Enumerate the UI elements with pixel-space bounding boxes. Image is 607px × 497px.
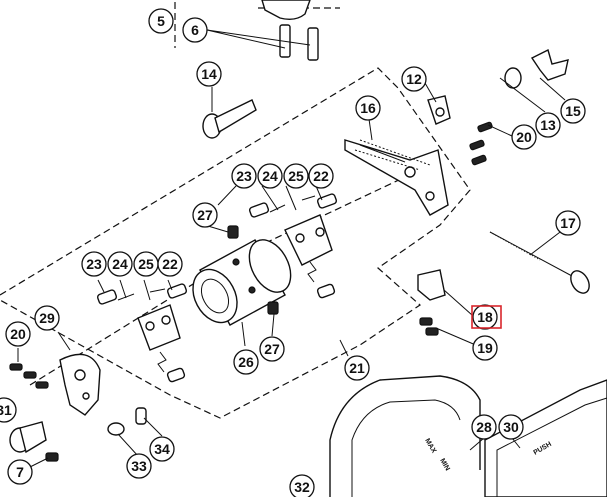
washer-part-33: [107, 407, 147, 436]
callout-19[interactable]: 19: [472, 335, 498, 361]
callout-30[interactable]: 30: [498, 414, 524, 440]
callout-22-left[interactable]: 22: [157, 251, 183, 277]
svg-text:12: 12: [406, 71, 422, 87]
callout-5[interactable]: 5: [148, 8, 174, 34]
callout-20-bottom[interactable]: 20: [5, 321, 31, 347]
svg-text:19: 19: [477, 340, 493, 356]
callout-6[interactable]: 6: [182, 17, 208, 43]
svg-text:15: 15: [565, 103, 581, 119]
selected-callout-highlight: [471, 305, 502, 329]
svg-text:32: 32: [294, 479, 310, 495]
upper-bracket-part: [261, 0, 319, 61]
plate-part-29: [59, 353, 101, 416]
callout-27-bottom[interactable]: 27: [259, 336, 285, 362]
screws-part-20-top: [469, 121, 493, 166]
shaft-part-17: [489, 231, 590, 294]
callout-28[interactable]: 28: [471, 414, 497, 440]
svg-text:27: 27: [197, 207, 213, 223]
svg-text:24: 24: [262, 168, 278, 184]
callout-21[interactable]: 21: [344, 355, 370, 381]
callout-7[interactable]: 7: [7, 459, 33, 485]
svg-text:34: 34: [154, 441, 170, 457]
svg-text:22: 22: [162, 256, 178, 272]
svg-text:27: 27: [264, 341, 280, 357]
svg-text:23: 23: [86, 256, 102, 272]
leader-lines: [17, 29, 569, 471]
svg-text:5: 5: [157, 13, 165, 29]
clip-part-12: [427, 95, 451, 125]
callout-27-top[interactable]: 27: [192, 202, 218, 228]
bracket-part-18: [417, 269, 446, 336]
svg-text:20: 20: [10, 326, 26, 342]
hinge-assembly-left: [96, 283, 188, 383]
svg-text:28: 28: [476, 419, 492, 435]
callout-25-left[interactable]: 25: [133, 251, 159, 277]
callout-29[interactable]: 29: [34, 305, 60, 331]
callout-20-top[interactable]: 20: [511, 124, 537, 150]
callout-15[interactable]: 15: [560, 98, 586, 124]
svg-text:33: 33: [131, 458, 147, 474]
svg-text:31: 31: [0, 402, 12, 418]
callout-17[interactable]: 17: [555, 210, 581, 236]
sleeve-part-26: [192, 239, 292, 326]
callout-24-left[interactable]: 24: [107, 251, 133, 277]
svg-text:25: 25: [288, 168, 304, 184]
setscrew-part-27b: [267, 301, 279, 315]
svg-text:29: 29: [39, 310, 55, 326]
setscrew-part-27a: [227, 225, 239, 239]
callout-14[interactable]: 14: [196, 61, 222, 87]
callout-24-right[interactable]: 24: [257, 163, 283, 189]
callout-23-left[interactable]: 23: [81, 251, 107, 277]
svg-text:21: 21: [349, 360, 365, 376]
callout-12[interactable]: 12: [401, 66, 427, 92]
callout-13[interactable]: 13: [535, 112, 561, 138]
svg-text:23: 23: [236, 168, 252, 184]
callout-26[interactable]: 26: [233, 349, 259, 375]
main-assembly-outline: [0, 67, 471, 419]
hinge-assembly-right: [248, 193, 338, 299]
svg-text:17: 17: [560, 215, 576, 231]
svg-text:14: 14: [201, 66, 217, 82]
screws-part-20-bottom: [9, 363, 49, 389]
housing-part-30: PUSH: [484, 379, 607, 497]
housing-part-28: MAX MIN: [329, 375, 481, 497]
svg-text:16: 16: [360, 100, 376, 116]
svg-text:24: 24: [112, 256, 128, 272]
wingnut-part-15: [504, 48, 569, 89]
svg-text:18: 18: [477, 309, 493, 325]
svg-text:7: 7: [16, 464, 24, 480]
callout-31[interactable]: 31: [0, 397, 17, 423]
pin-part-31: [9, 421, 59, 462]
callout-16[interactable]: 16: [355, 95, 381, 121]
svg-text:30: 30: [503, 419, 519, 435]
svg-text:20: 20: [516, 129, 532, 145]
callout-32[interactable]: 32: [289, 474, 315, 497]
callout-23-right[interactable]: 23: [231, 163, 257, 189]
callout-25-right[interactable]: 25: [283, 163, 309, 189]
svg-text:6: 6: [191, 22, 199, 38]
svg-text:13: 13: [540, 117, 556, 133]
svg-text:26: 26: [238, 354, 254, 370]
bolt-part-14: [202, 99, 257, 139]
svg-text:25: 25: [138, 256, 154, 272]
callout-22-right[interactable]: 22: [308, 163, 334, 189]
callout-18[interactable]: 18: [472, 304, 498, 330]
slotted-arm-part-16: [344, 139, 449, 216]
callout-34[interactable]: 34: [149, 436, 175, 462]
svg-text:22: 22: [313, 168, 329, 184]
callout-33[interactable]: 33: [126, 453, 152, 479]
